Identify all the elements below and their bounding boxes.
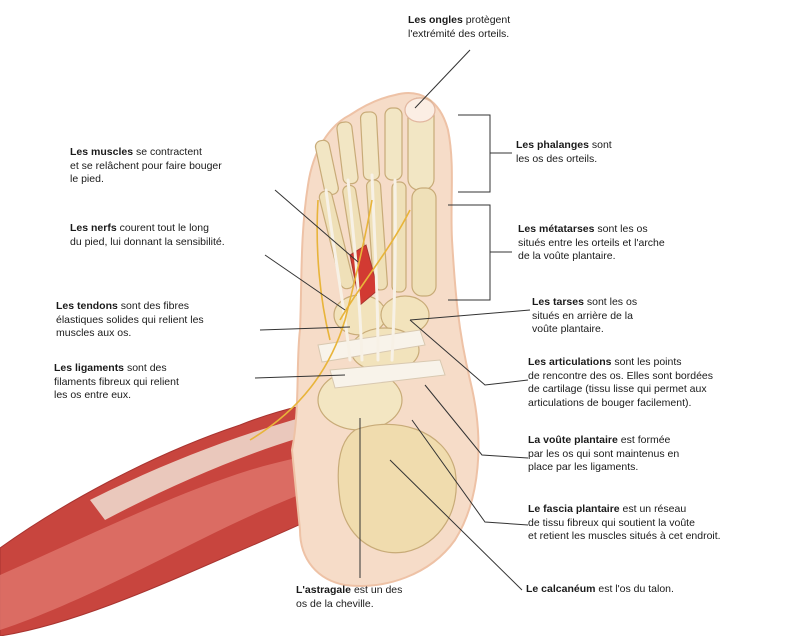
bracket-phalanges — [458, 115, 512, 192]
metatarsal-1 — [412, 188, 436, 296]
label-astragale: L'astragale est un des os de la cheville… — [296, 584, 402, 611]
bracket-metatarses — [448, 205, 512, 300]
calcaneum-bone — [338, 424, 456, 552]
label-nerfs: Les nerfs courent tout le long du pied, … — [70, 222, 225, 249]
label-ongles: Les ongles protègent l'extrémité des ort… — [408, 14, 510, 41]
label-calcaneum: Le calcanéum est l'os du talon. — [526, 583, 674, 597]
label-metatarses: Les métatarses sont les os situés entre … — [518, 223, 665, 264]
label-fascia: Le fascia plantaire est un réseau de tis… — [528, 503, 721, 544]
label-articulations: Les articulations sont les points de ren… — [528, 356, 713, 410]
label-ligaments: Les ligaments sont des filaments fibreux… — [54, 362, 179, 403]
label-tarses: Les tarses sont les os situés en arrière… — [532, 296, 637, 337]
toe-2-bone — [385, 108, 402, 180]
label-voute: La voûte plantaire est formée par les os… — [528, 434, 679, 475]
label-tendons: Les tendons sont des fibres élastiques s… — [56, 300, 204, 341]
big-toe-nail — [405, 98, 435, 122]
label-muscles: Les muscles se contractent et se relâche… — [70, 146, 222, 187]
toe-3-bone — [360, 112, 380, 181]
label-phalanges: Les phalanges sont les os des orteils. — [516, 139, 612, 166]
leader-ongles — [415, 50, 470, 108]
